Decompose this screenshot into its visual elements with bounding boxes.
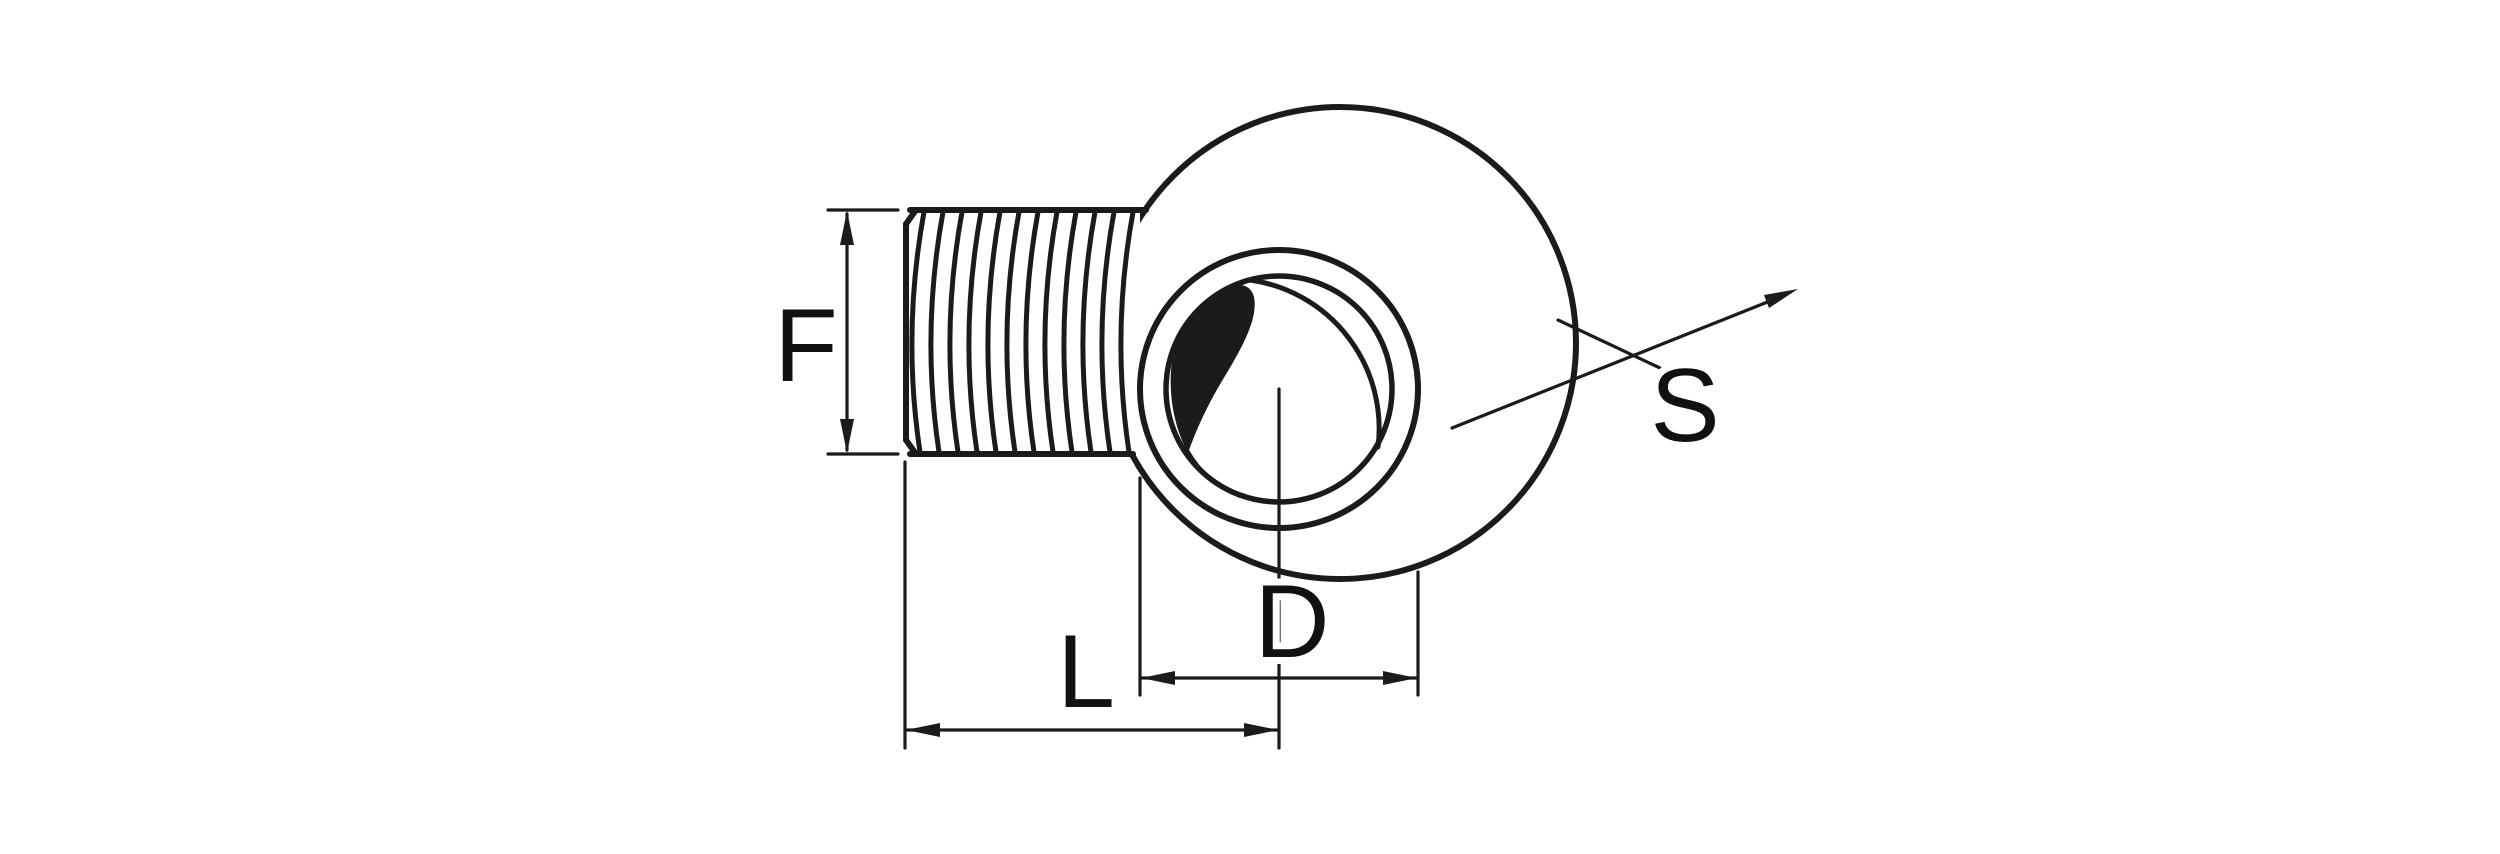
label-s: S <box>1650 348 1719 464</box>
d-arrow-left <box>1141 671 1175 685</box>
thread-lines <box>909 209 1136 455</box>
s-leader-tick <box>1556 318 1662 370</box>
f-arrow-up <box>840 211 854 245</box>
bore-passage-arc <box>1247 277 1382 450</box>
dimension-F <box>826 208 900 456</box>
l-arrow-right <box>1244 723 1278 737</box>
s-arrow <box>1764 289 1798 308</box>
part-outline-group <box>903 104 1579 582</box>
label-l: L <box>1057 614 1115 730</box>
label-f: F <box>774 288 838 404</box>
label-d: D <box>1254 564 1329 680</box>
s-leader-line <box>1450 299 1772 430</box>
bore-shadow-tail <box>1186 450 1242 498</box>
d-arrow-right <box>1383 671 1417 685</box>
l-arrow-left <box>906 723 940 737</box>
label-group: F L D S <box>767 281 1726 737</box>
dimension-L <box>903 460 1279 750</box>
f-arrow-down <box>840 419 854 453</box>
dimension-group <box>826 208 1798 750</box>
leader-S <box>1450 289 1798 430</box>
dimension-D <box>1138 476 1420 697</box>
bore-shadow <box>1170 285 1255 453</box>
shaft-left-cap <box>903 207 919 457</box>
